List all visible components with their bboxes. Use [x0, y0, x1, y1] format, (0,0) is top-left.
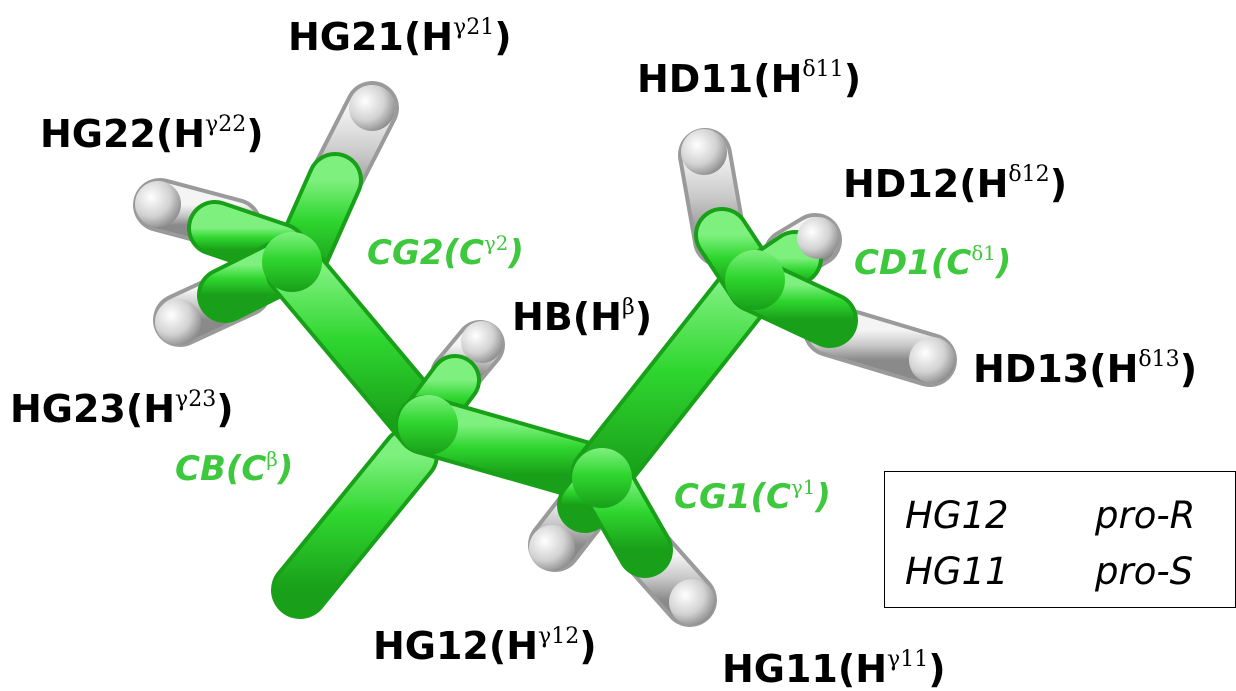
legend-chirality: pro-R	[1095, 494, 1196, 537]
tip-hg21	[349, 85, 395, 131]
label-cd1: CD1(Cδ1)	[854, 241, 1012, 283]
tip-hg23	[155, 299, 201, 345]
legend-chirality: pro-S	[1095, 550, 1194, 593]
hydrogen-tips	[135, 85, 955, 625]
legend-row: HG11 pro-S	[905, 550, 1221, 594]
tip-hg11	[669, 579, 715, 625]
tip-hb	[461, 321, 503, 363]
label-cg2: CG2(Cγ2)	[367, 231, 524, 273]
label-cg1: CG1(Cγ1)	[674, 475, 831, 517]
label-hd11: HD11(Hδ11)	[637, 57, 862, 101]
legend-hydrogen-name: HG11	[905, 550, 1009, 593]
legend-hydrogen-name: HG12	[905, 494, 1009, 537]
tip-hd12	[797, 217, 839, 259]
tip-hg22	[135, 181, 181, 227]
atom-cd1	[725, 250, 785, 310]
atom-cg1	[572, 448, 632, 508]
label-hd13: HD13(Hδ13)	[973, 347, 1198, 391]
atom-cg2	[262, 232, 322, 292]
legend-row: HG12 pro-R	[905, 494, 1221, 538]
label-hb: HB(Hβ)	[512, 295, 653, 339]
label-cb: CB(Cβ)	[175, 447, 294, 489]
label-hg22: HG22(Hγ22)	[40, 112, 264, 156]
label-hd12: HD12(Hδ12)	[843, 162, 1068, 206]
label-hg11: HG11(Hγ11)	[722, 647, 946, 691]
tip-hd11	[681, 129, 727, 175]
stereo-legend: HG12 pro-R HG11 pro-S	[884, 471, 1236, 608]
label-hg23: HG23(Hγ23)	[10, 387, 234, 431]
tip-hg12	[529, 525, 575, 571]
label-hg12: HG12(Hγ12)	[373, 624, 597, 668]
atom-cb	[398, 395, 458, 455]
tip-hd13	[909, 337, 955, 383]
atom-joints	[262, 232, 785, 508]
label-hg21: HG21(Hγ21)	[288, 15, 512, 59]
